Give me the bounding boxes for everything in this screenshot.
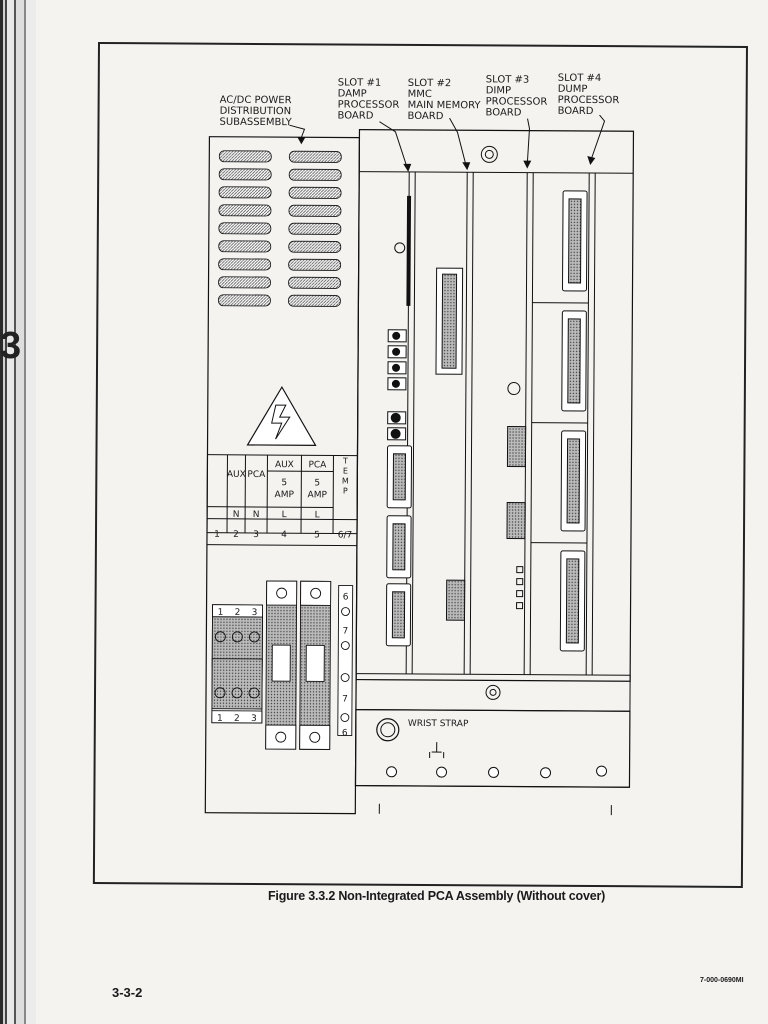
num-cell-6: 6/7 bbox=[338, 530, 353, 540]
temp-letter-e: E bbox=[343, 467, 348, 476]
fuse-table-aux-col: AUX bbox=[275, 460, 294, 470]
num-cell-3: 3 bbox=[253, 530, 259, 540]
wrist-strap-label: WRIST STRAP bbox=[408, 719, 469, 729]
wrist-strap-jack bbox=[376, 718, 400, 742]
temp-letter-t: T bbox=[342, 456, 348, 465]
document-number: 7-000-0690MI bbox=[700, 977, 744, 984]
nl-cell-3: L bbox=[282, 510, 287, 520]
terminal-right-4: 6 bbox=[342, 729, 348, 739]
terminal-right-2: 7 bbox=[343, 627, 349, 637]
fuse-aux-rating-value: 5 bbox=[281, 478, 287, 488]
num-cell-5: 5 bbox=[314, 530, 320, 540]
fuse-table-aux-header: AUX bbox=[227, 470, 246, 480]
fuse-pca-rating-unit: AMP bbox=[308, 490, 328, 500]
high-voltage-warning-icon bbox=[246, 385, 317, 446]
figure-caption: Figure 3.3.2 Non-Integrated PCA Assembly… bbox=[268, 889, 606, 903]
terminal-right-1: 6 bbox=[343, 593, 349, 603]
assembly-drawing: AUX PCA AUX PCA 5 AMP 5 AMP TE MP N N L … bbox=[204, 114, 635, 816]
num-cell-4: 4 bbox=[281, 530, 287, 540]
chapter-tab-mark: 3 bbox=[0, 325, 22, 367]
nl-cell-4: L bbox=[315, 510, 320, 520]
fuse-aux-rating-unit: AMP bbox=[275, 490, 295, 500]
ground-symbol-icon bbox=[429, 742, 445, 759]
terminal-left-bottom-1: 1 bbox=[217, 714, 223, 724]
nl-cell-1: N bbox=[233, 510, 240, 520]
terminal-left-bottom-2: 2 bbox=[234, 714, 240, 724]
terminal-left-top-2: 2 bbox=[235, 608, 241, 618]
page-number: 3-3-2 bbox=[112, 985, 143, 1000]
fuse-pca-rating-value: 5 bbox=[314, 478, 320, 488]
figure-frame: AC/DC POWER DISTRIBUTION SUBASSEMBLY SLO… bbox=[92, 42, 748, 888]
terminal-left-top-3: 3 bbox=[252, 608, 258, 618]
terminal-left-bottom-3: 3 bbox=[251, 714, 257, 724]
terminal-right-3: 7 bbox=[342, 695, 348, 705]
num-cell-1: 1 bbox=[214, 530, 220, 540]
terminal-left-top-1: 1 bbox=[218, 608, 224, 618]
book-binding-edge bbox=[0, 0, 36, 1024]
temp-letter-p: P bbox=[343, 487, 348, 496]
fuse-table-pca-col: PCA bbox=[308, 460, 327, 470]
nl-cell-2: N bbox=[253, 510, 260, 520]
num-cell-2: 2 bbox=[233, 530, 239, 540]
temp-letter-m: M bbox=[342, 476, 349, 485]
fuse-table-pca-header: PCA bbox=[247, 470, 266, 480]
